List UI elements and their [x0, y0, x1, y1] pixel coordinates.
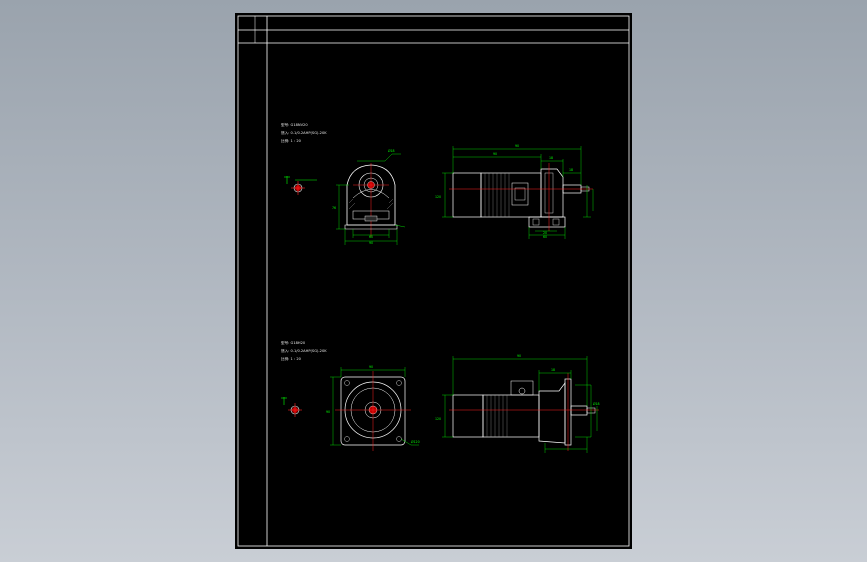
top-front-dim-text: 90 90 18 18 120 60 20: [435, 144, 573, 239]
dim-bottom-shaft-dia: Ø18: [593, 401, 600, 406]
dim-pcd: Ø120: [411, 439, 420, 444]
dim-motor-len: 90: [493, 152, 497, 156]
top-notes: 型号: G18NV20 馈入: 0.1/0.2AHP(SG)-20K 比例: 1…: [281, 122, 327, 143]
bottom-key-section: [281, 397, 302, 417]
dim-shaft-len: 18: [569, 168, 573, 172]
dim-side-inner: 60: [369, 235, 373, 239]
dim-flange-width: 90: [369, 365, 373, 369]
bottom-side-view: [449, 373, 599, 451]
dim-shaft-dia-top: Ø18: [388, 148, 395, 153]
bottom-side-dim-text: 90 18 120 Ø18: [435, 354, 600, 421]
top-note-3: 比例: 1 : 20: [281, 138, 302, 143]
dim-foot-span: 20: [543, 231, 547, 235]
bottom-view-group: 型号: G18H20 馈入: 0.1/0.2AHP(SG)-20K 比例: 1 …: [281, 340, 600, 453]
dim-side-height: 76: [332, 206, 336, 210]
bottom-flange-dim-text: 90 90 Ø120: [326, 365, 420, 444]
dim-bottom-gear-len: 18: [551, 368, 555, 372]
sheet-frame: [237, 15, 630, 547]
dim-body-height: 120: [435, 195, 441, 199]
top-side-dimensions: [336, 153, 406, 245]
bottom-notes: 型号: G18H20 馈入: 0.1/0.2AHP(SG)-20K 比例: 1 …: [281, 340, 327, 361]
bottom-side-dimensions: [442, 356, 598, 453]
bottom-flange-dimensions: [330, 367, 419, 446]
top-side-view: [344, 163, 398, 237]
bottom-note-2: 馈入: 0.1/0.2AHP(SG)-20K: [281, 348, 327, 353]
cad-drawing-sheet: 型号: G18NV20 馈入: 0.1/0.2AHP(SG)-20K 比例: 1…: [235, 13, 632, 549]
top-view-group: 型号: G18NV20 馈入: 0.1/0.2AHP(SG)-20K 比例: 1…: [281, 122, 594, 245]
top-note-1: 型号: G18NV20: [281, 122, 308, 127]
top-front-view: [449, 163, 593, 231]
dim-bottom-overall-len: 90: [517, 354, 521, 358]
top-front-dimensions: [442, 146, 594, 239]
bottom-note-3: 比例: 1 : 20: [281, 356, 302, 361]
bottom-note-1: 型号: G18H20: [281, 340, 306, 345]
dim-overall-len: 90: [515, 144, 519, 148]
top-key-section: [284, 176, 317, 195]
bottom-flange-view: [335, 371, 411, 451]
dim-foot-len: 60: [543, 235, 547, 239]
top-side-dim-text: 90 60 76 Ø18: [332, 148, 395, 245]
dim-gear-len: 18: [549, 156, 553, 160]
dim-side-width: 90: [369, 241, 373, 245]
top-note-2: 馈入: 0.1/0.2AHP(SG)-20K: [281, 130, 327, 135]
dim-motor-dia: 120: [435, 417, 441, 421]
dim-flange-height: 90: [326, 410, 330, 414]
